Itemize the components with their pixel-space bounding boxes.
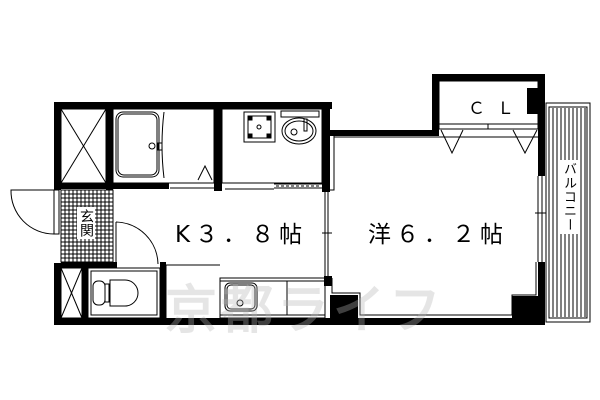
- entrance-label: 玄関: [77, 207, 95, 239]
- western-room-label: 洋６．２帖: [368, 222, 508, 248]
- balcony-label: バルコニー: [559, 160, 578, 234]
- inner-lines: [10, 80, 591, 323]
- closet-label: ＣＬ: [468, 99, 526, 119]
- kitchen-label: K３．８帖: [175, 222, 308, 248]
- walls: [54, 74, 545, 325]
